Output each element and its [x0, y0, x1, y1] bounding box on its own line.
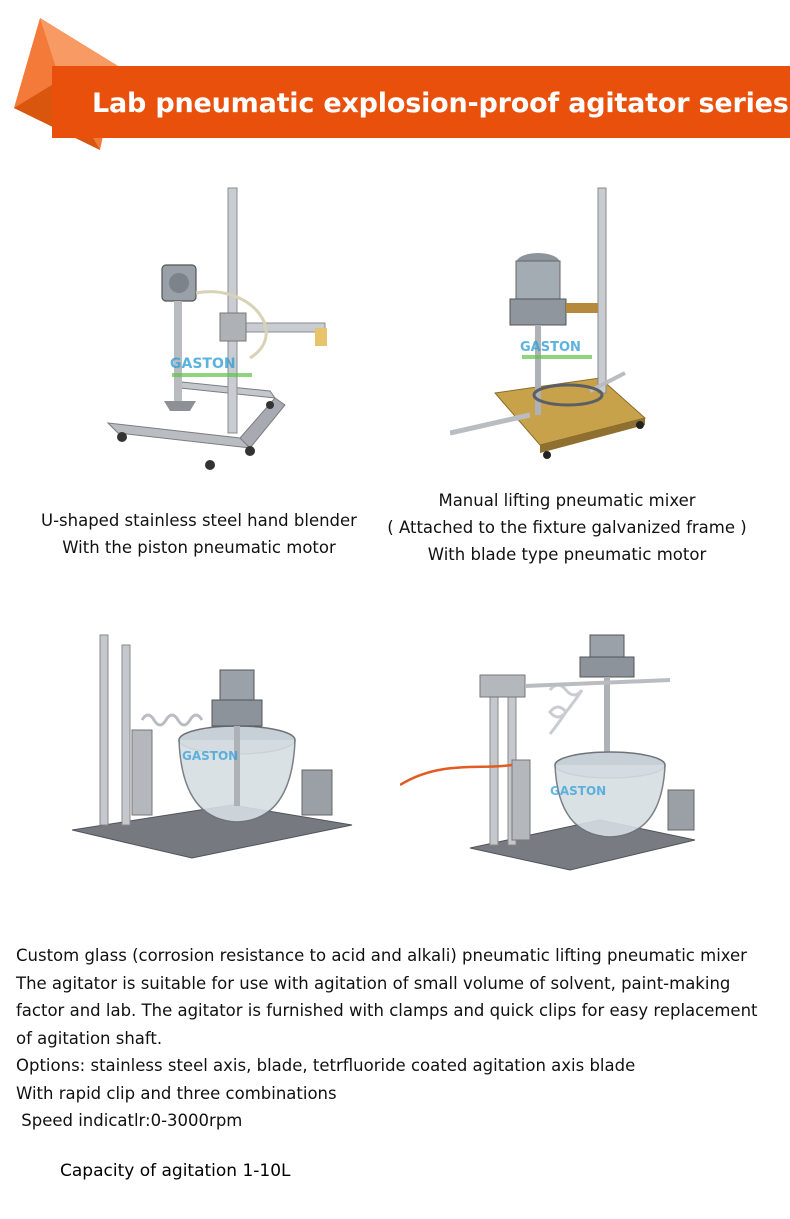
product-2-caption: Manual lifting pneumatic mixer ( Attache…: [372, 487, 762, 568]
description-line: factor and lab. The agitator is furnishe…: [16, 1001, 758, 1020]
glass-vessel-lifting-mixer-photo-1: GASTON: [72, 634, 353, 859]
banner-bar: [52, 66, 790, 138]
caption-line: With the piston pneumatic motor: [62, 538, 336, 557]
product-description: Custom glass (corrosion resistance to ac…: [16, 942, 786, 1135]
header-banner: Lab pneumatic explosion-proof agitator s…: [0, 0, 790, 170]
description-line: Options: stainless steel axis, blade, te…: [16, 1056, 636, 1075]
caption-line: Manual lifting pneumatic mixer: [438, 491, 696, 510]
svg-text:GASTON: GASTON: [520, 340, 581, 355]
u-shaped-stand-mixer-photo: GASTON: [106, 187, 327, 470]
description-line: The agitator is suitable for use with ag…: [16, 973, 731, 993]
caption-line: U-shaped stainless steel hand blender: [41, 511, 357, 530]
svg-text:GASTON: GASTON: [182, 749, 238, 763]
page-title: Lab pneumatic explosion-proof agitator s…: [92, 88, 789, 119]
description-line: Custom glass (corrosion resistance to ac…: [16, 946, 747, 965]
product-1-caption: U-shaped stainless steel hand blender Wi…: [18, 507, 380, 561]
glass-vessel-lifting-mixer-photo-2: GASTON: [400, 634, 696, 871]
svg-text:GASTON: GASTON: [550, 784, 606, 798]
caption-line: With blade type pneumatic motor: [427, 545, 707, 564]
description-line: of agitation shaft.: [16, 1028, 163, 1048]
description-line: With rapid clip and three combinations: [16, 1083, 337, 1103]
galvanized-frame-mixer-photo: GASTON: [450, 187, 647, 459]
svg-text:GASTON: GASTON: [170, 356, 236, 372]
caption-line: ( Attached to the fixture galvanized fra…: [387, 518, 747, 537]
capacity-text: Capacity of agitation 1-10L: [60, 1161, 291, 1181]
description-line: Speed indicatlr:0-3000rpm: [16, 1111, 243, 1130]
